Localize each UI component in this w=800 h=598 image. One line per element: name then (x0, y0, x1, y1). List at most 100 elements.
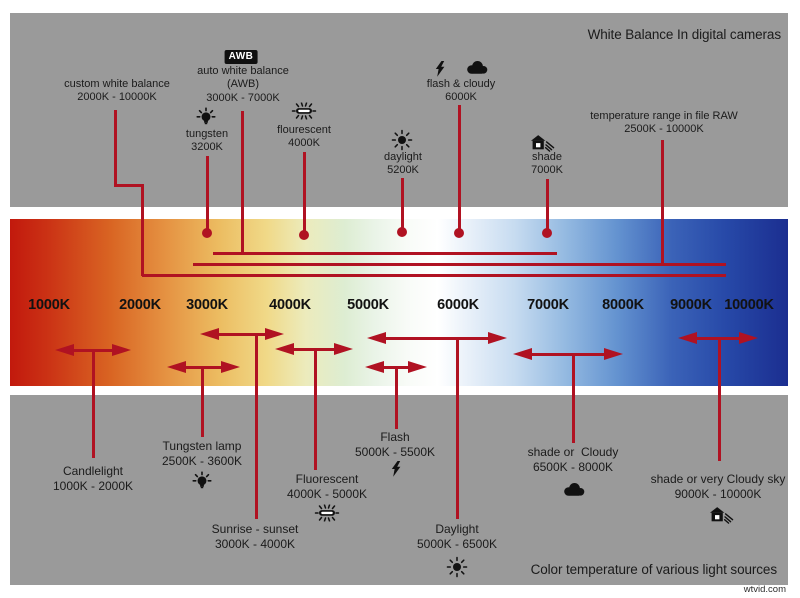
tungsten-lamp-title: Tungsten lamp (162, 439, 242, 453)
custom-wb-connector (115, 184, 142, 187)
daylight-source-title: Daylight (435, 522, 479, 536)
shade-house-icon (531, 135, 555, 154)
arrowhead-right-icon (488, 331, 507, 344)
arrowhead-left-icon (275, 342, 294, 355)
watermark: wtvid.com (743, 584, 786, 595)
tungsten-title: tungsten (185, 128, 229, 140)
shade-title: shade (532, 151, 562, 163)
awb-title: auto white balance (197, 65, 289, 77)
tungsten-pin-dot (202, 228, 212, 238)
tungsten-lamp-range: 2500K - 3600K (161, 453, 243, 468)
awb-connector (240, 111, 244, 255)
tungsten-range: 3200K (191, 141, 223, 154)
flourescent-range: 4000K (288, 137, 320, 150)
auto-white-balance-label: auto white balance(AWB)3000K - 7000K (197, 65, 289, 105)
flourescent-pin-line (302, 152, 306, 231)
flourescent-pin-dot (299, 230, 309, 240)
shade-pin-dot (542, 228, 552, 238)
bottom-panel (10, 395, 788, 585)
shade-house-icon (710, 507, 734, 526)
shade-or-cloudy-arrow-line (526, 352, 610, 356)
custom-wb-connector (140, 184, 144, 276)
sunrise-sunset-range: 3000K - 4000K (214, 536, 296, 551)
raw-connector (660, 140, 664, 266)
raw-range-title: temperature range in file RAW (590, 110, 738, 122)
shade-or-cloudy-stem (571, 354, 575, 443)
arrowhead-left-icon (365, 360, 384, 373)
custom-wb-range-line (142, 273, 726, 277)
scale-tick: 3000K (186, 297, 228, 313)
tungsten-lamp-arrow-line (180, 365, 227, 369)
flash-range: 5000K - 5500K (354, 444, 436, 459)
shade-very-cloudy-range: 9000K - 10000K (674, 486, 762, 501)
fluorescent-tube-icon (291, 102, 317, 120)
daylight-range: 5200K (387, 164, 419, 177)
arrowhead-left-icon (200, 327, 219, 340)
daylight-source-stem (455, 338, 459, 519)
scale-tick: 1000K (28, 297, 70, 313)
custom-white-balance-title: custom white balance (64, 78, 170, 90)
tungsten-lamp-stem (200, 367, 204, 437)
custom-wb-connector (113, 110, 117, 187)
candlelight-range: 1000K - 2000K (52, 478, 134, 493)
arrowhead-left-icon (678, 331, 697, 344)
sunrise-sunset-arrow-line (213, 332, 271, 336)
arrowhead-right-icon (334, 342, 353, 355)
scale-tick: 9000K (670, 297, 712, 313)
top-panel (10, 13, 788, 207)
cloud-icon (465, 59, 490, 75)
flash-stem (394, 367, 398, 429)
footer-caption: Color temperature of various light sourc… (530, 562, 778, 577)
daylight-title: daylight (384, 151, 422, 163)
scale-tick: 4000K (269, 297, 311, 313)
arrowhead-right-icon (408, 360, 427, 373)
sun-icon (446, 556, 468, 578)
awb-range: 3000K - 7000K (206, 91, 280, 104)
fluorescent-stem (313, 349, 317, 470)
daylight-source-arrow-line (380, 336, 494, 340)
candlelight-stem (91, 350, 95, 458)
cloud-icon (562, 481, 587, 497)
tungsten-pin-line (205, 156, 209, 229)
daylight-pin-line (400, 178, 404, 228)
fluorescent-title: Fluorescent (295, 472, 359, 486)
custom-white-balance-range: 2000K - 10000K (77, 91, 157, 104)
arrowhead-right-icon (112, 343, 131, 356)
flourescent-title: flourescent (277, 124, 331, 136)
flash-cloudy-range: 6000K (445, 91, 477, 104)
arrowhead-right-icon (265, 327, 284, 340)
raw-range-values: 2500K - 10000K (624, 123, 704, 136)
flash-cloudy-pin-line (457, 105, 461, 229)
shade-very-cloudy-title: shade or very Cloudy sky (650, 472, 786, 486)
arrowhead-left-icon (55, 343, 74, 356)
arrowhead-left-icon (367, 331, 386, 344)
shade-range: 7000K (531, 164, 563, 177)
scale-tick: 6000K (437, 297, 479, 313)
scale-tick: 5000K (347, 297, 389, 313)
tungsten-bulb-icon (192, 471, 212, 491)
temperature-gradient-bar (10, 219, 788, 386)
page-title: White Balance In digital cameras (587, 27, 782, 42)
awb-range-line (213, 251, 557, 255)
scale-tick: 7000K (527, 297, 569, 313)
shade-or-cloudy-title: shade or Cloudy (527, 445, 619, 459)
arrowhead-right-icon (221, 360, 240, 373)
tungsten-bulb-icon (196, 107, 216, 127)
fluorescent-tube-icon (314, 504, 340, 522)
scale-tick: 8000K (602, 297, 644, 313)
awb-badge: AWB (224, 50, 258, 64)
